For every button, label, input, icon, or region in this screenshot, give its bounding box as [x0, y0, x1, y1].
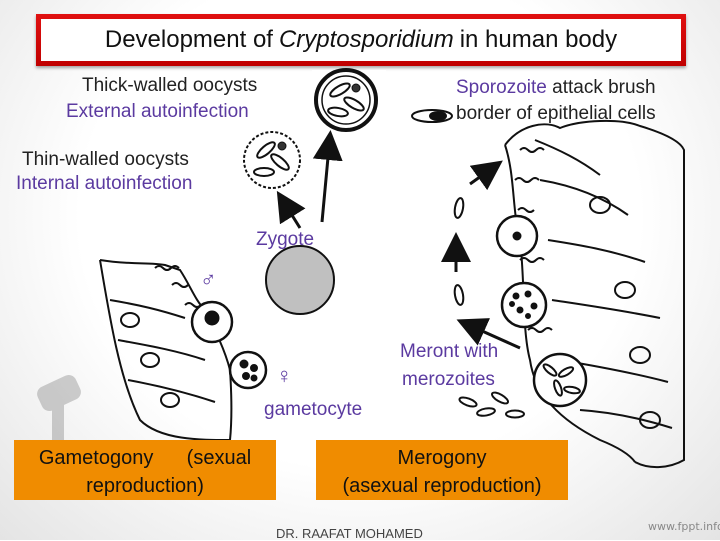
sporozoite-word: Sporozoite — [456, 77, 547, 98]
zygote-cell — [265, 245, 335, 315]
trophozoite — [495, 214, 539, 258]
early-meront — [500, 281, 548, 329]
merozoites — [458, 391, 525, 419]
title-frame: Development of Cryptosporidium in human … — [36, 14, 686, 66]
arrow-zygote-to-thin — [276, 190, 306, 229]
meront-label-1: Meront with — [400, 341, 499, 362]
sporozoite-rest: attack brush — [552, 77, 656, 98]
merogony-line1: Merogony — [397, 447, 487, 469]
sporozoite-line2: border of epithelial cells — [456, 103, 656, 124]
meront-label-2: merozoites — [402, 369, 495, 390]
male-symbol: ♂ — [200, 267, 217, 292]
thin-walled-label: Thin-walled oocysts — [22, 149, 189, 170]
female-gamete — [228, 350, 268, 390]
arrow-zygote-to-thick — [312, 130, 343, 223]
free-sporozoites — [453, 197, 465, 306]
internal-autoinfection-label: Internal autoinfection — [16, 173, 193, 194]
sporozoite-label: Sporozoite attack brush — [456, 76, 656, 100]
thick-walled-label: Thick-walled oocysts — [82, 75, 258, 96]
external-autoinfection-label: External autoinfection — [66, 101, 249, 122]
female-symbol: ♀ — [276, 363, 293, 388]
site-watermark: www.fppt.info — [648, 520, 720, 533]
gametogony-line2: reproduction) — [86, 475, 204, 497]
author-credit: DR. RAAFAT MOHAMED — [276, 526, 423, 541]
gametogony-box: Gametogony (sexual reproduction) — [14, 440, 276, 500]
arrow-meront-to-sporozoite — [456, 318, 521, 350]
arrow-sporozoite-to-border — [469, 160, 503, 191]
title-prefix: Development of — [104, 26, 273, 53]
thin-walled-oocyst — [242, 126, 302, 190]
merogony-line2: (asexual reproduction) — [342, 475, 542, 497]
thick-walled-oocyst — [312, 68, 386, 132]
zygote-label: Zygote — [256, 229, 315, 250]
merogony-box: Merogony (asexual reproduction) — [316, 440, 568, 500]
lifecycle-arrows — [276, 130, 521, 350]
gametogony-line1: Gametogony (sexual — [38, 447, 252, 469]
male-gamete — [190, 300, 234, 344]
title-italic: Cryptosporidium — [278, 26, 454, 53]
mature-meront — [532, 352, 588, 408]
right-epithelium — [504, 119, 685, 468]
page-title: Development of Cryptosporidium in human … — [41, 19, 681, 61]
title-suffix: in human body — [459, 26, 618, 53]
sporozoite-icon — [411, 109, 453, 123]
gametocyte-label: gametocyte — [264, 399, 363, 420]
